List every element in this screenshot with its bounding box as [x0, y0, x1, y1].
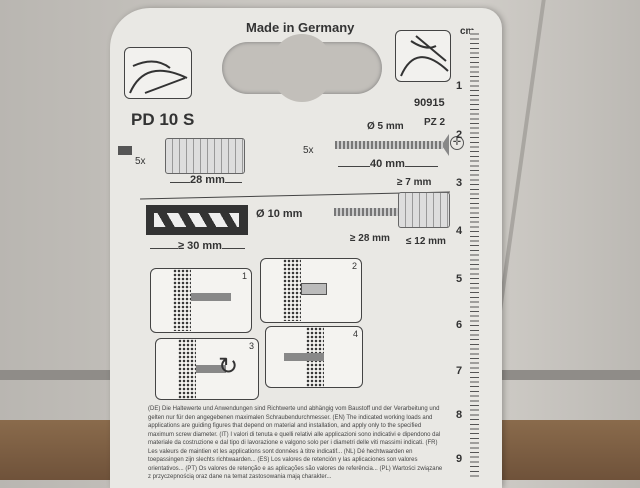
ruler-number: 3: [456, 177, 463, 189]
wall-type-icon-right: [395, 30, 451, 82]
wall-section: [173, 269, 191, 331]
pozidriv-icon: ✛: [450, 136, 464, 150]
installed-screw-image: [334, 208, 400, 216]
drill-diameter: Ø 10 mm: [256, 208, 303, 220]
drill-bit-image: [191, 293, 231, 301]
ruler-unit: cm: [460, 26, 475, 37]
screw-head: [443, 134, 449, 156]
product-name: PD 10 S: [131, 110, 195, 129]
ruler-number: 9: [456, 453, 463, 465]
hang-hole: [222, 34, 382, 102]
wall-section: [283, 259, 301, 321]
article-number: 90915: [414, 97, 445, 109]
screw-drive: PZ 2: [424, 117, 446, 128]
screw-length: 40 mm: [370, 158, 405, 170]
ruler-number: 1: [456, 80, 463, 92]
dowel-length: 28 mm: [190, 174, 225, 186]
step-number: 4: [352, 329, 358, 339]
ruler-number: 6: [456, 319, 463, 331]
min-depth: ≥ 28 mm: [350, 233, 390, 244]
screw-quantity: 5x: [303, 145, 314, 156]
step-3-screw-in: ↻ 3: [155, 338, 259, 400]
step-number: 1: [241, 271, 247, 281]
screw-image: [284, 353, 324, 361]
step-4-done: 4: [265, 326, 363, 388]
ruler-number: 5: [456, 273, 463, 285]
screw-image: [196, 365, 226, 373]
screw-diameter: Ø 5 mm: [367, 121, 404, 132]
ruler: [470, 30, 500, 480]
dowel-quantity: 5x: [135, 156, 146, 167]
wall-section: [178, 339, 196, 399]
marker-block: [118, 146, 132, 155]
wall-type-icon-left: [124, 47, 192, 99]
step-number: 2: [351, 261, 357, 271]
drill-hole-diagram: [146, 205, 248, 235]
max-fixture-thickness: ≤ 12 mm: [406, 236, 446, 247]
fine-print: (DE) Die Haltewerte und Anwendungen sind…: [148, 406, 443, 480]
ruler-number: 2: [456, 129, 463, 141]
min-material-thickness: ≥ 7 mm: [397, 177, 432, 188]
dowel-image: [165, 138, 245, 174]
made-in-label: Made in Germany: [246, 20, 355, 35]
ruler-number: 8: [456, 409, 463, 421]
screw-image: [335, 141, 443, 149]
ruler-number: 7: [456, 365, 463, 377]
step-1-drill: 1: [150, 268, 252, 333]
installed-dowel-image: [398, 192, 450, 228]
step-number: 3: [248, 341, 254, 351]
ruler-number: 4: [456, 225, 463, 237]
dowel-image: [301, 283, 327, 295]
drill-depth: ≥ 30 mm: [178, 240, 222, 252]
step-2-insert-dowel: 2: [260, 258, 362, 323]
rotate-arrow-icon: ↻: [218, 353, 239, 380]
